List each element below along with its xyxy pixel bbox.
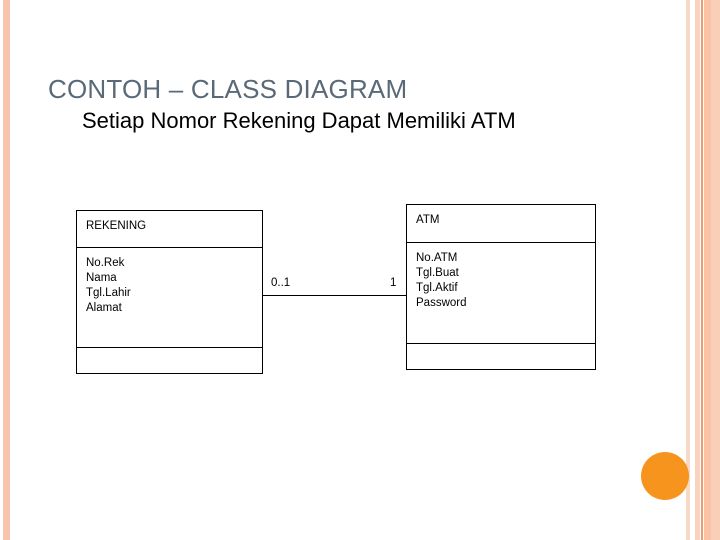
- class-name-label: REKENING: [86, 220, 147, 232]
- attribute-item: Alamat: [86, 302, 122, 314]
- slide-subtitle: Setiap Nomor Rekening Dapat Memiliki ATM: [82, 108, 516, 133]
- multiplicity-source: 0..1: [271, 277, 291, 289]
- attribute-item: Tgl.Aktif: [416, 282, 458, 294]
- class-operations-compartment: [407, 344, 595, 369]
- class-attributes-compartment: No.ATM Tgl.Buat Tgl.Aktif Password: [407, 243, 595, 344]
- class-name-label: ATM: [416, 214, 440, 226]
- attribute-item: Tgl.Lahir: [86, 287, 131, 299]
- association-line: [262, 295, 407, 296]
- left-edge-stripe: [3, 0, 10, 540]
- multiplicity-target: 1: [390, 277, 397, 289]
- right-edge-stripe-5: [711, 0, 720, 540]
- right-edge-stripe-2: [695, 0, 700, 540]
- class-name-compartment: REKENING: [77, 211, 262, 248]
- uml-class-atm: ATM No.ATM Tgl.Buat Tgl.Aktif Password: [406, 204, 596, 370]
- attribute-item: Password: [416, 297, 467, 309]
- attribute-item: No.ATM: [416, 252, 458, 264]
- attribute-item: Nama: [86, 272, 117, 284]
- class-name-compartment: ATM: [407, 205, 595, 243]
- right-edge-stripe-4: [704, 0, 711, 540]
- right-edge-stripe-1: [686, 0, 690, 540]
- class-attributes-compartment: No.Rek Nama Tgl.Lahir Alamat: [77, 248, 262, 348]
- slide-title: CONTOH – CLASS DIAGRAM: [48, 74, 408, 104]
- class-operations-compartment: [77, 348, 262, 373]
- right-edge-stripe-3: [701, 0, 703, 540]
- attribute-item: Tgl.Buat: [416, 267, 459, 279]
- decorative-circle: [641, 452, 689, 500]
- attribute-item: No.Rek: [86, 257, 125, 269]
- uml-class-rekening: REKENING No.Rek Nama Tgl.Lahir Alamat: [76, 210, 263, 374]
